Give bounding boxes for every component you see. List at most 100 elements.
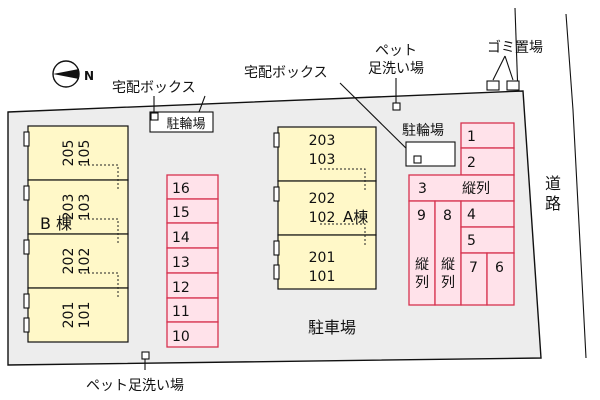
road-edge-right (565, 13, 587, 359)
building-b-unit-205: 205 (61, 140, 77, 167)
garbage-pointer-1 (492, 55, 506, 81)
parking-label-8: 8 (443, 208, 452, 224)
building-a-door-3 (273, 240, 280, 256)
parking-label-9: 9 (417, 208, 426, 224)
parking-label-8-tandem-2: 列 (441, 275, 455, 291)
parking-label-3: 3 (418, 181, 427, 197)
building-a-unit-203-103 (277, 126, 377, 182)
building-b-unit-102: 102 (77, 248, 93, 275)
delivery-box-left-label: 宅配ボックス (112, 80, 196, 96)
road-label-char2: 路 (545, 194, 561, 213)
building-b-door-4 (23, 293, 30, 309)
parking-label-9-tandem-2: 列 (415, 275, 429, 291)
building-b-door-5 (23, 317, 30, 333)
north-arrow-pointer (53, 69, 79, 79)
right-parking: 1 2 3 縦列 4 5 7 6 9 8 縦 列 縦 列 (408, 122, 515, 306)
parking-label-13: 13 (172, 255, 190, 271)
parking-space-12 (166, 272, 219, 299)
garbage-box-1 (486, 80, 500, 91)
building-b-unit-labels: 205 105 203 103 202 102 201 101 (61, 140, 93, 329)
pet-wash-top-label-line2: 足洗い場 (368, 61, 424, 77)
parking-space-11 (166, 297, 219, 323)
building-b-balcony-2 (80, 218, 119, 244)
delivery-box-left-marker (150, 112, 159, 121)
building-b-unit-103: 103 (77, 194, 93, 221)
parking-label-7: 7 (469, 260, 478, 276)
delivery-box-right-pointer (339, 82, 417, 159)
building-b-unit-205-105 (27, 125, 129, 181)
building-a-unit-202: 202 (309, 191, 336, 207)
parking-label-9-tandem-1: 縦 (415, 257, 429, 273)
parking-label-6: 6 (495, 260, 504, 276)
pet-wash-bottom-marker (141, 351, 150, 360)
building-b-unit-202: 202 (61, 248, 77, 275)
building-a-unit-102: 102 (309, 210, 336, 226)
parking-label-5: 5 (467, 233, 476, 249)
pet-wash-top-label-line1: ペット (375, 43, 417, 59)
building-a-balcony-1 (320, 168, 366, 192)
building-a-door-2 (273, 186, 280, 202)
building-a-unit-202-102 (277, 180, 377, 236)
building-b-unit-105: 105 (77, 140, 93, 167)
garbage-box-2 (506, 80, 520, 91)
building-b-unit-203-103 (27, 179, 129, 235)
parking-label-3-tandem: 縦列 (462, 181, 490, 197)
building-b: B 棟 (23, 125, 129, 343)
bicycle-left-label: 駐輪場 (166, 116, 205, 132)
parking-lot-label: 駐車場 (308, 318, 356, 337)
parking-label-4: 4 (467, 207, 476, 223)
parking-label-16: 16 (172, 181, 190, 197)
building-b-balcony-1 (80, 164, 119, 190)
parking-space-5 (460, 226, 515, 254)
road-label-char1: 道 (545, 174, 561, 193)
building-a: 203 103 202 102 201 101 A棟 (273, 126, 377, 290)
building-a-balcony-2 (320, 223, 366, 247)
parking-label-15: 15 (172, 205, 190, 221)
parking-space-9 (408, 200, 436, 306)
building-a-door-1 (273, 132, 280, 148)
building-a-unit-201: 201 (309, 250, 336, 266)
building-b-label-b: B (40, 214, 51, 233)
parking-space-6 (486, 252, 515, 306)
pet-wash-top-marker (392, 102, 401, 111)
building-a-unit-103: 103 (309, 152, 336, 168)
building-b-door-3 (23, 239, 30, 255)
building-a-unit-201-101 (277, 234, 377, 290)
parking-label-8-tandem-1: 縦 (441, 257, 455, 273)
building-a-unit-101: 101 (309, 269, 336, 285)
parking-label-2: 2 (467, 155, 476, 171)
north-label: N (84, 69, 94, 83)
building-b-unit-202-102 (27, 233, 129, 289)
building-b-unit-201: 201 (61, 302, 77, 329)
building-a-unit-203: 203 (309, 133, 336, 149)
bicycle-left-pointer (198, 95, 206, 113)
building-b-door-2 (23, 185, 30, 201)
delivery-box-right-marker (413, 155, 422, 164)
parking-label-11: 11 (172, 304, 190, 320)
building-a-label: A棟 (343, 208, 368, 226)
parking-space-1 (460, 122, 515, 149)
building-a-door-4 (273, 264, 280, 280)
bicycle-left-area (149, 111, 214, 133)
north-arrow: N (52, 60, 94, 88)
center-parking: 16 15 14 13 12 11 10 (166, 174, 219, 348)
parking-space-7 (460, 252, 488, 306)
garbage-pointer-2 (504, 55, 514, 81)
building-b-unit-201-101 (27, 287, 129, 343)
building-b-label-bldg: 棟 (56, 214, 72, 233)
parking-label-12: 12 (172, 280, 190, 296)
parking-label-1: 1 (467, 129, 476, 145)
building-b-door-1 (23, 131, 30, 147)
delivery-box-right-label: 宅配ボックス (244, 65, 328, 81)
parking-label-10: 10 (172, 329, 190, 345)
bicycle-right-label: 駐輪場 (402, 122, 444, 139)
bicycle-right-area (405, 141, 456, 167)
parking-label-14: 14 (172, 230, 190, 246)
parking-space-10 (166, 321, 219, 348)
building-b-balcony-3 (80, 272, 119, 298)
building-b-unit-203: 203 (61, 194, 77, 221)
building-b-unit-101: 101 (77, 302, 93, 329)
pet-wash-bottom-label: ペット足洗い場 (86, 378, 184, 394)
